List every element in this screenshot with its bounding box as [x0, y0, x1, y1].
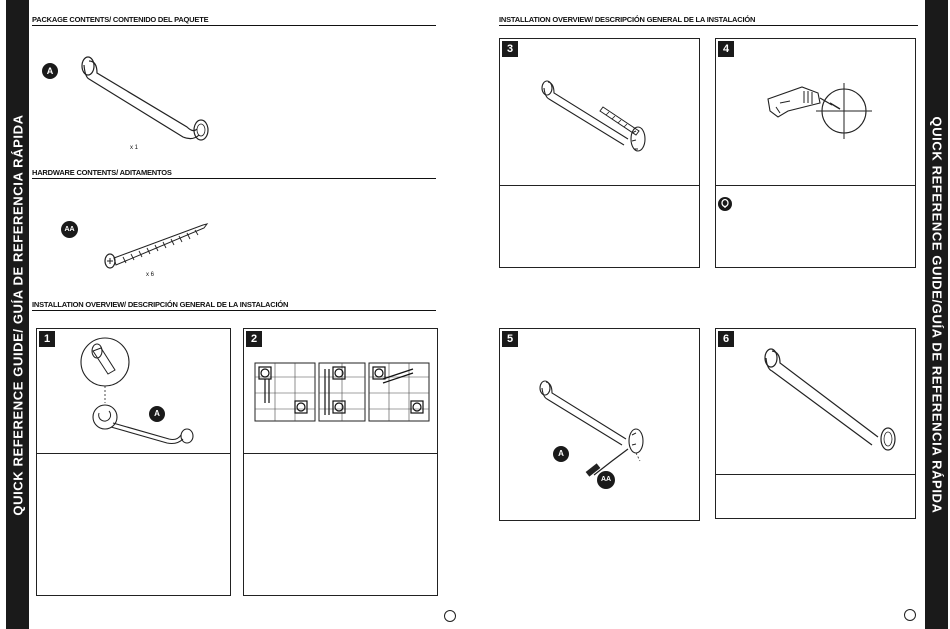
part-a-quantity: x 1	[130, 145, 139, 151]
step-1-illustration	[80, 337, 194, 445]
step-5-panel: 5 A AA	[499, 328, 700, 521]
grab-bar-illustration	[81, 56, 209, 141]
part-aa-badge: AA	[61, 221, 78, 238]
installation-overview-heading: INSTALLATION OVERVIEW/ DESCRIPCIÓN GENER…	[499, 15, 918, 26]
step-2-panel: 2	[243, 328, 438, 596]
page-number-circle	[444, 610, 456, 622]
panel-divider	[716, 185, 915, 186]
step-number: 3	[502, 41, 518, 57]
panel-divider	[716, 474, 915, 475]
panel-divider	[500, 185, 699, 186]
package-contents-heading: PACKAGE CONTENTS/ CONTENIDO DEL PAQUETE	[32, 15, 436, 26]
left-sidebar: QUICK REFERENCE GUIDE/ GUÍA DE REFERENCI…	[6, 0, 29, 629]
step-3-illustration	[541, 80, 646, 152]
part-aa-callout: AA	[597, 471, 615, 489]
hardware-contents-heading: HARDWARE CONTENTS/ ADITAMENTOS	[32, 168, 436, 179]
installation-overview-heading: INSTALLATION OVERVIEW/ DESCRIPCIÓN GENER…	[32, 300, 436, 311]
lightbulb-tip-icon	[718, 197, 732, 211]
part-a-callout: A	[553, 446, 569, 462]
step-4-illustration	[767, 83, 872, 139]
sidebar-title: QUICK REFERENCE GUIDE/ GUÍA DE REFERENCI…	[10, 113, 25, 516]
page-number-circle	[904, 609, 916, 621]
step-number: 4	[718, 41, 734, 57]
part-a-callout: A	[149, 406, 165, 422]
step-3-panel: 3	[499, 38, 700, 268]
screw-illustration	[104, 223, 209, 269]
step-1-panel: 1 A	[36, 328, 231, 596]
step-number: 5	[502, 331, 518, 347]
right-sidebar: QUICK REFERENCE GUIDE/GUÍA DE REFERENCIA…	[925, 0, 948, 629]
step-4-panel: 4	[715, 38, 916, 268]
step-number: 2	[246, 331, 262, 347]
step-6-panel: 6	[715, 328, 916, 519]
panel-divider	[37, 453, 230, 454]
step-5-illustration	[539, 380, 644, 477]
part-a-badge: A	[42, 63, 58, 79]
sidebar-title: QUICK REFERENCE GUIDE/GUÍA DE REFERENCIA…	[929, 115, 944, 514]
part-aa-quantity: x 6	[146, 272, 155, 278]
step-6-illustration	[764, 348, 896, 451]
panel-divider	[244, 453, 437, 454]
step-number: 6	[718, 331, 734, 347]
step-number: 1	[39, 331, 55, 347]
step-2-illustration	[254, 362, 430, 422]
